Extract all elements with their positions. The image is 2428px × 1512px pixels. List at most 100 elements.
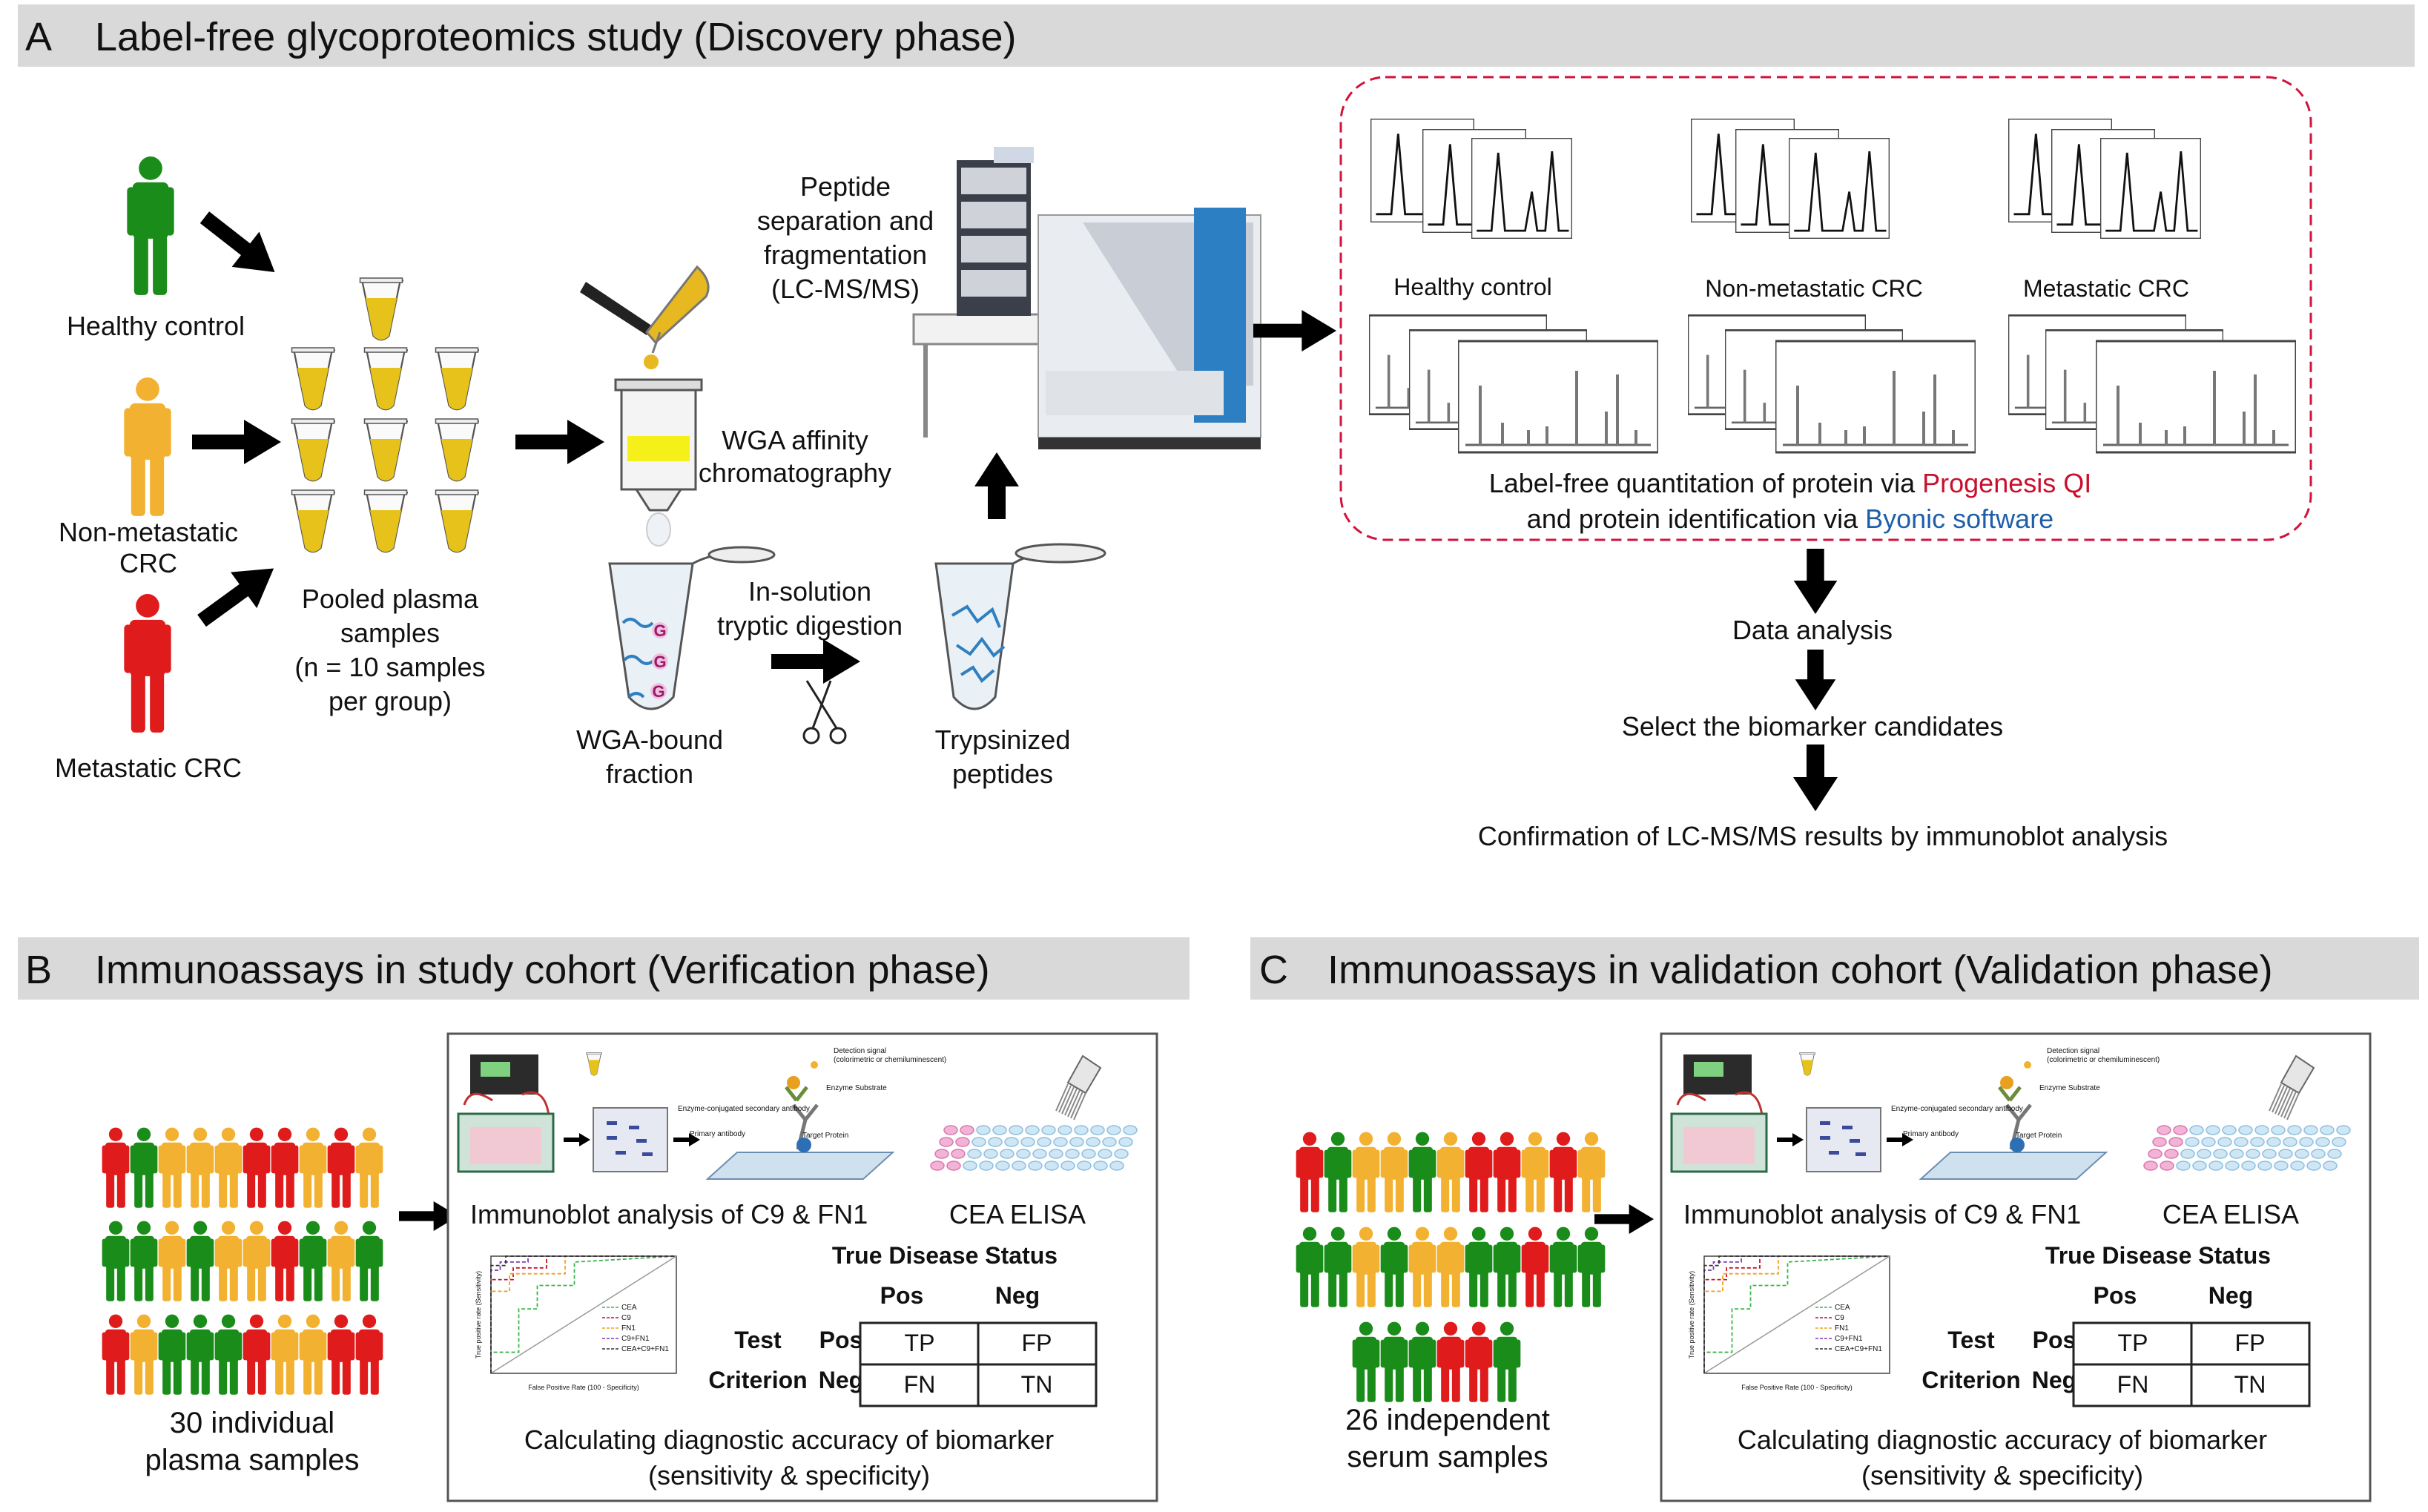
glycan-mark-2: G: [653, 653, 666, 671]
roc-series-line: [490, 1255, 676, 1373]
roc-legend-label: CEA+C9+FN1: [621, 1345, 669, 1353]
power-supply-icon: [470, 1054, 538, 1095]
power-supply-icon: [1683, 1054, 1752, 1095]
arrow-healthy-to-pool-icon: [191, 199, 288, 290]
roc-series-line: [1703, 1255, 1890, 1373]
crowd-person-icon: [1521, 1227, 1549, 1307]
crowd-person-icon: [1380, 1227, 1408, 1307]
roc-legend-label: CEA+C9+FN1: [1835, 1345, 1882, 1353]
quant-line-2: and protein identification via Byonic so…: [1527, 504, 2053, 534]
elisa-plate-icon: [930, 1125, 1138, 1171]
step-data-analysis: Data analysis: [1732, 615, 1893, 645]
crowd-person-icon: [271, 1221, 299, 1301]
panel-c-header-bar: [1250, 937, 2419, 1000]
criterion-label: Criterion: [1921, 1367, 2020, 1393]
progenesis-qi-label: Progenesis QI: [1922, 468, 2091, 498]
trypsinized-tube-icon: [934, 543, 1106, 710]
crowd-person-icon: [299, 1221, 327, 1301]
roc-y-axis-label: True positive rate (Sensitivity): [1688, 1271, 1695, 1359]
roc-legend-label: CEA: [1835, 1304, 1850, 1312]
nonmetastatic-label-1: Non-metastatic: [59, 517, 238, 547]
western-blot-membrane-icon: [1806, 1107, 1881, 1172]
peptide-sep-label-1: Peptide: [800, 171, 891, 202]
lc-ms-instrument-icon: [912, 147, 1261, 449]
arrow-to-data-analysis-icon: [1793, 549, 1838, 614]
elisa-plate-icon: [2143, 1125, 2351, 1171]
panel-b-header-bar: [18, 937, 1190, 1000]
col-neg-label: Neg: [2208, 1282, 2253, 1309]
step-select-candidates: Select the biomarker candidates: [1622, 711, 2003, 742]
quantitation-box: [1339, 76, 2312, 541]
crowd-person-icon: [1465, 1227, 1493, 1307]
blot-label-primary-antibody: Primary antibody: [690, 1130, 745, 1138]
arrow-nonmet-to-pool-icon: [192, 420, 281, 464]
crowd-person-icon: [186, 1127, 214, 1208]
pooled-label-3: (n = 10 samples: [294, 652, 485, 682]
trypsinized-label-2: peptides: [952, 759, 1053, 789]
scissors-icon: [802, 680, 847, 745]
panel-c-samples-2: serum samples: [1347, 1441, 1548, 1473]
spectra-label-nonmetastatic: Non-metastatic CRC: [1705, 275, 1922, 302]
test-label: Test: [1947, 1327, 1995, 1353]
crowd-person-icon: [327, 1221, 355, 1301]
glycan-mark-3: G: [652, 682, 664, 701]
roc-legend-label: CEA: [621, 1304, 637, 1312]
crowd-person-icon: [130, 1127, 158, 1208]
nonmetastatic-label-2: CRC: [119, 548, 177, 578]
digestion-label-2: tryptic digestion: [717, 610, 903, 641]
glycan-mark-1: G: [653, 621, 666, 640]
nonmetastatic-person-icon: [124, 377, 171, 516]
wga-bound-label-1: WGA-bound: [576, 724, 723, 755]
crowd-person-icon: [1493, 1227, 1521, 1307]
arrow-digestion-icon: [771, 639, 860, 684]
roc-series-line: [1703, 1255, 1890, 1373]
crowd-person-icon: [186, 1314, 214, 1395]
arrow-met-to-pool-icon: [188, 550, 287, 639]
arrow-to-select-icon: [1795, 650, 1836, 710]
multichannel-pipette-icon: [1055, 1054, 1102, 1120]
cell-tn: TN: [1021, 1371, 1053, 1398]
col-pos-label: Pos: [880, 1282, 924, 1309]
antibody-schematic-icon: Detection signal(colorimetric or chemilu…: [1891, 1047, 2160, 1180]
crowd-person-icon: [1436, 1227, 1465, 1307]
crowd-person-icon: [299, 1314, 327, 1395]
roc-legend-label: C9: [621, 1314, 631, 1322]
step-confirmation: Confirmation of LC-MS/MS results by immu…: [1478, 821, 2168, 851]
pooled-label-1: Pooled plasma: [302, 584, 479, 614]
true-status-label: True Disease Status: [832, 1242, 1058, 1269]
crowd-person-icon: [327, 1314, 355, 1395]
crowd-person-icon: [214, 1127, 243, 1208]
crowd-person-icon: [214, 1221, 243, 1301]
crowd-person-icon: [1549, 1132, 1577, 1212]
crowd-person-icon: [1296, 1132, 1324, 1212]
wga-affinity-label-1: WGA affinity: [722, 425, 868, 455]
crowd-person-icon: [158, 1221, 186, 1301]
quant-line-1-prefix: Label-free quantitation of protein via: [1489, 468, 1922, 498]
crowd-person-icon: [1408, 1321, 1436, 1402]
crowd-person-icon: [1408, 1227, 1436, 1307]
crowd-person-icon: [158, 1314, 186, 1395]
crowd-person-icon: [1493, 1132, 1521, 1212]
crowd-person-icon: [1380, 1321, 1408, 1402]
electrophoresis-tank-icon: [1670, 1091, 1768, 1173]
arrow-up-to-lcms-icon: [974, 452, 1019, 519]
crowd-person-icon: [214, 1314, 243, 1395]
multichannel-pipette-icon: [2269, 1054, 2315, 1120]
antibody-schematic-icon: Detection signal(colorimetric or chemilu…: [678, 1047, 946, 1180]
crowd-person-icon: [243, 1127, 271, 1208]
blot-label-colorimetric: (colorimetric or chemiluminescent): [2047, 1056, 2160, 1064]
cell-fp: FP: [1022, 1330, 1052, 1356]
crowd-person-icon: [130, 1221, 158, 1301]
assay-box-b: Detection signal(colorimetric or chemilu…: [446, 1032, 1158, 1502]
cell-tn: TN: [2234, 1371, 2266, 1398]
crowd-person-icon: [1465, 1321, 1493, 1402]
test-label: Test: [734, 1327, 782, 1353]
true-status-label: True Disease Status: [2045, 1242, 2271, 1269]
wga-bound-label-2: fraction: [606, 759, 693, 789]
blot-label-detection-signal: Detection signal: [2047, 1047, 2099, 1055]
roc-legend-label: C9: [1835, 1314, 1844, 1322]
calc-label-1: Calculating diagnostic accuracy of bioma…: [524, 1424, 1054, 1455]
healthy-label: Healthy control: [67, 311, 245, 341]
crowd-c-icon: [1296, 1132, 1606, 1402]
